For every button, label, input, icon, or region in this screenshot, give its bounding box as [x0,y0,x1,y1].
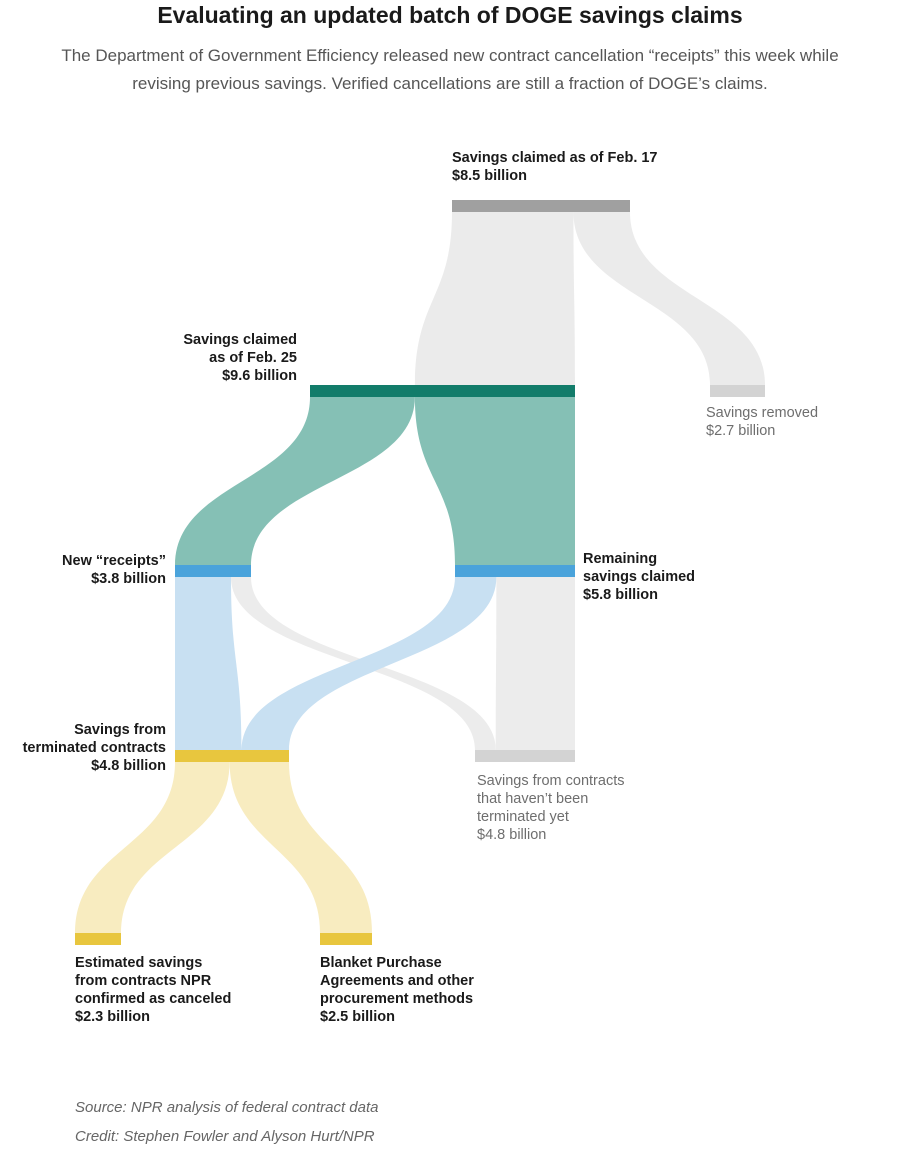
label-remaining-savings: Remaining savings claimed $5.8 billion [583,551,696,603]
chart-title: Evaluating an updated batch of DOGE savi… [157,2,743,28]
sankey-flow-new_receipts-to-terminated [175,577,242,750]
sankey-flow-terminated-to-confirmed [75,762,230,933]
sankey-node-removed [710,385,765,397]
sankey-node-bpa [320,933,372,945]
sankey-flow-feb17-to-feb25 [414,212,575,385]
sankey-node-new_receipts [175,565,251,577]
label-not-terminated: Savings from contracts that haven’t been… [477,773,625,843]
label-npr-confirmed: Estimated savings from contracts NPR con… [75,955,232,1025]
label-terminated-contracts: Savings from terminated contracts $4.8 b… [22,722,166,774]
sankey-flow-feb25-to-new_receipts [175,397,415,565]
label-blanket-purchase: Blanket Purchase Agreements and other pr… [320,955,474,1025]
label-savings-claimed-feb17: Savings claimed as of Feb. 17 $8.5 billi… [452,150,658,184]
sankey-node-feb17 [452,200,630,212]
label-new-receipts: New “receipts” $3.8 billion [62,553,166,587]
source-line: Source: NPR analysis of federal contract… [75,1099,379,1116]
sankey-node-terminated [175,750,289,762]
sankey-node-confirmed [75,933,121,945]
sankey-flow-remaining-to-not_terminated [495,577,575,750]
credit-line: Credit: Stephen Fowler and Alyson Hurt/N… [75,1128,375,1145]
label-savings-removed: Savings removed $2.7 billion [706,405,819,439]
sankey-flow-feb17-to-removed [573,212,765,385]
sankey-node-feb25 [310,385,575,397]
sankey-flow-feb25-to-remaining [414,397,575,565]
sankey-flow-remaining-to-terminated [241,577,497,750]
chart-subtitle: The Department of Government Efficiency … [61,46,839,93]
sankey-node-not_terminated [475,750,575,762]
sankey-node-remaining [455,565,575,577]
sankey-flow-terminated-to-bpa [229,762,372,933]
label-savings-claimed-feb25: Savings claimed as of Feb. 25 $9.6 billi… [183,332,297,384]
